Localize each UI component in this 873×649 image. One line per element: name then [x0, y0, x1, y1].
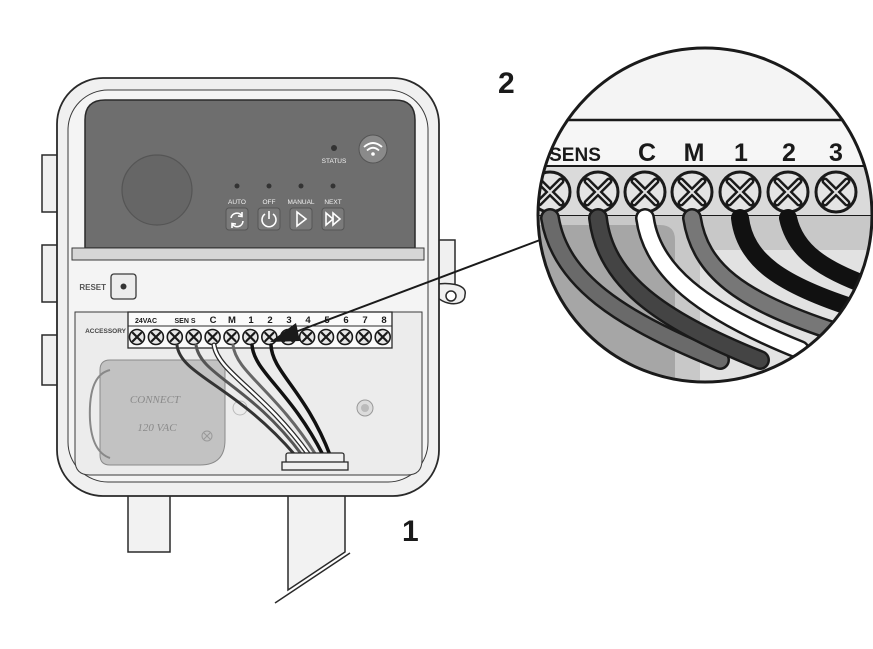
auto-button[interactable]: AUTO [225, 183, 249, 231]
zoom-terminal-screw-6 [816, 172, 856, 212]
callout-1: 1 [402, 515, 419, 548]
terminal-screw-2[interactable] [166, 328, 184, 346]
power-cover-line1: CONNECT [130, 394, 181, 406]
controller-unit: STATUS AUTO OFF MA [41, 77, 466, 604]
off-label: OFF [263, 199, 276, 206]
zoom-terminal-label-0: SENS [549, 145, 601, 166]
hinge-left [41, 154, 60, 386]
terminal-screw-13[interactable] [374, 328, 392, 346]
manual-button[interactable]: MANUAL [287, 183, 315, 231]
terminal-screw-10[interactable] [317, 328, 335, 346]
auto-label: AUTO [228, 199, 246, 206]
next-button[interactable]: NEXT [321, 183, 345, 231]
terminal-screw-0[interactable] [128, 328, 146, 346]
terminal-label-5: 2 [267, 315, 272, 326]
terminal-screw-7[interactable] [260, 328, 278, 346]
zoom-terminal-label-3: 1 [734, 139, 748, 167]
fast-forward-icon [325, 211, 342, 227]
wifi-icon[interactable] [358, 134, 388, 164]
zoom-terminal-screw-4 [720, 172, 760, 212]
terminal-strip [127, 311, 393, 349]
terminal-screw-11[interactable] [336, 328, 354, 346]
reset-button[interactable] [110, 273, 137, 300]
power-cover: CONNECT 120 VAC [99, 359, 226, 466]
manual-label: MANUAL [287, 199, 314, 206]
zoom-terminal-screw-1 [578, 172, 618, 212]
terminal-label-3: M [228, 315, 236, 326]
terminal-screw-9[interactable] [298, 328, 316, 346]
terminal-label-7: 4 [305, 315, 311, 326]
zoom-terminal-label-5: 3 [829, 139, 843, 167]
terminal-screw-4[interactable] [204, 328, 222, 346]
field-wires [175, 342, 332, 458]
terminal-label-10: 7 [362, 315, 367, 326]
power-icon [261, 211, 277, 228]
power-cover-line2: 120 VAC [137, 422, 177, 434]
refresh-icon [230, 212, 244, 228]
terminal-screw-12[interactable] [355, 328, 373, 346]
zoom-terminal-screw-5 [768, 172, 808, 212]
play-icon [296, 210, 308, 228]
terminal-label-4: 1 [248, 315, 254, 326]
status-label: STATUS [322, 158, 347, 165]
terminal-label-11: 8 [381, 315, 386, 326]
off-button[interactable]: OFF [257, 183, 281, 231]
pointer-arrow [270, 239, 541, 342]
next-label: NEXT [324, 199, 341, 206]
callout-2: 2 [498, 67, 515, 100]
accessory-label: ACCESSORY [85, 328, 127, 335]
zoom-terminal-label-1: C [638, 139, 656, 167]
reset-label: RESET [79, 283, 106, 292]
zoom-terminal-screw-3 [672, 172, 712, 212]
terminal-label-6: 3 [286, 315, 291, 326]
logo-circle [121, 154, 193, 226]
terminal-label-1: SEN S [174, 318, 195, 325]
zoom-terminal-label-2: M [684, 139, 705, 167]
zoom-terminal-screw-0 [530, 172, 570, 212]
zoom-terminal-label-4: 2 [782, 139, 796, 167]
status-led [331, 145, 337, 151]
zoom-terminal-screw-2 [625, 172, 665, 212]
terminal-label-9: 6 [343, 315, 348, 326]
terminal-screw-6[interactable] [241, 328, 259, 346]
terminal-screw-3[interactable] [185, 328, 203, 346]
terminal-label-2: C [210, 315, 217, 326]
terminal-screw-1[interactable] [147, 328, 165, 346]
terminal-screw-5[interactable] [222, 328, 241, 346]
terminal-label-0: 24VAC [135, 318, 157, 325]
